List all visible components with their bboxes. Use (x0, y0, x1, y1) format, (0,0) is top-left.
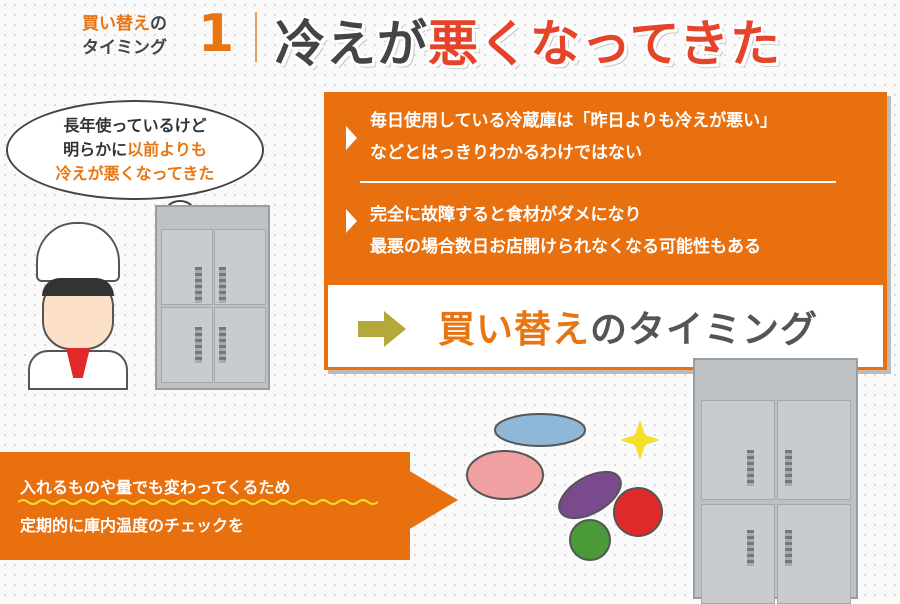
bubble-line3: 冷えが悪くなってきた (55, 164, 215, 183)
fridge-illustration-small (155, 205, 270, 390)
label-line2: タイミング (82, 38, 167, 58)
fridge-illustration-large (693, 358, 858, 604)
note-box: 入れるものや量でも変わってくるため 定期的に庫内温度のチェックを (0, 452, 410, 560)
sparkle-icon (620, 420, 660, 460)
timing-rest: のタイミング (590, 308, 818, 351)
info-panel: 毎日使用している冷蔵庫は「昨日よりも冷えが悪い」 などとはっきりわかるわけではな… (324, 92, 887, 370)
point2-line2: 最悪の場合数日お店開けられなくなる可能性もある (370, 237, 761, 257)
wavy-underline (18, 499, 378, 505)
note-pointer (408, 470, 458, 530)
label-orange: 買い替え (82, 14, 150, 34)
note-line1: 入れるものや量でも変わってくるため (20, 478, 291, 497)
point2-line1: 完全に故障すると食材がダメになり (370, 205, 642, 225)
bubble-line1: 長年使っているけど (63, 116, 207, 135)
divider (360, 181, 836, 183)
food-illustration (466, 413, 663, 561)
title-red: 悪くなってきた (428, 15, 781, 73)
bullet-icon (346, 209, 357, 233)
label-rest: の (150, 14, 167, 34)
timing-text: 買い替えのタイミング (438, 299, 818, 353)
title-dark: 冷えが (275, 15, 428, 73)
timing-banner: 買い替えのタイミング (328, 285, 883, 367)
header-number: 1 (198, 4, 235, 64)
point1-line2: などとはっきりわかるわけではない (370, 143, 642, 163)
bubble-line2a: 明らかに (63, 140, 128, 159)
bubble-line2b: 以前よりも (127, 140, 207, 159)
timing-orange: 買い替え (438, 308, 590, 351)
point1-line1: 毎日使用している冷蔵庫は「昨日よりも冷えが悪い」 (370, 111, 778, 131)
note-line2: 定期的に庫内温度のチェックを (20, 516, 245, 535)
chef-illustration (28, 222, 128, 390)
arrow-right-icon (358, 311, 406, 347)
header-divider (255, 12, 257, 62)
header-label: 買い替えの タイミング (82, 12, 167, 60)
thought-bubble: 長年使っているけど 明らかに以前よりも 冷えが悪くなってきた (6, 100, 264, 200)
page-title: 冷えが悪くなってきた (275, 4, 781, 76)
bullet-icon (346, 126, 357, 150)
